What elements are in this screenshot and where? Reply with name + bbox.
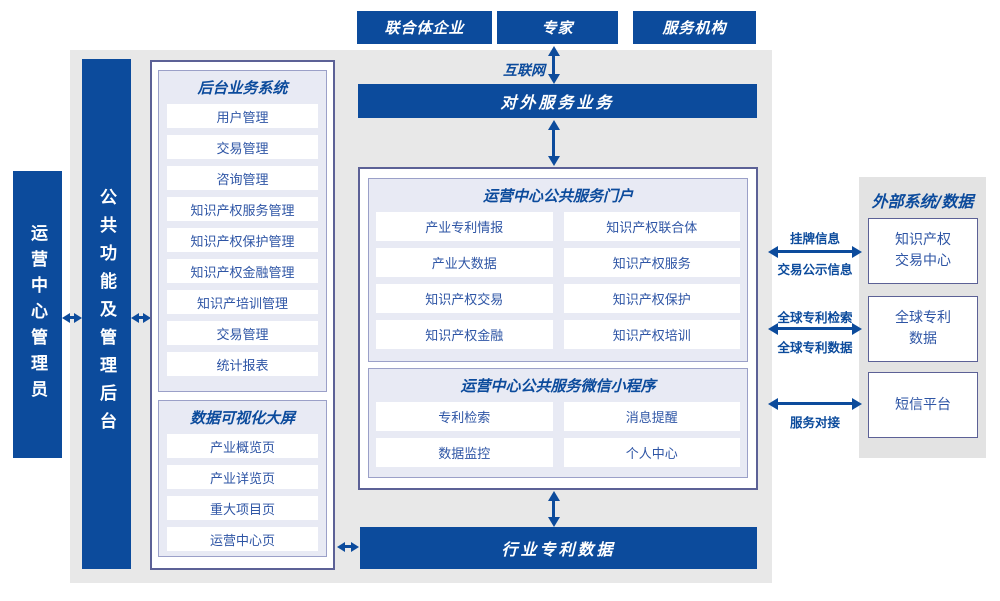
portal-item: 知识产权保护 xyxy=(563,284,740,313)
global-patent-data-label: 全球专利数据 xyxy=(777,340,853,355)
portal-to-patent-data-arrow xyxy=(552,501,555,517)
backend-item: 交易管理 xyxy=(167,321,318,345)
dashboard-patent-data-arrow xyxy=(345,545,351,548)
ip-trading-center-box: 知识产权 交易中心 xyxy=(868,218,978,284)
portal-items: 产业专利情报 知识产权联合体 产业大数据 知识产权服务 知识产权交易 知识产权保… xyxy=(369,211,747,350)
sms-platform-box: 短信平台 xyxy=(868,372,978,438)
portal-item: 知识产权联合体 xyxy=(563,212,740,241)
internet-arrow xyxy=(552,56,555,74)
mgmt-backend-arrow xyxy=(139,316,143,319)
backend-item: 统计报表 xyxy=(167,352,318,376)
industry-patent-data-bar: 行业专利数据 xyxy=(360,527,757,569)
actor-experts: 专家 xyxy=(497,11,618,44)
data-visualization-items: 产业概览页 产业详览页 重大项目页 运营中心页 xyxy=(159,433,326,552)
wechat-miniprogram-panel: 运营中心公共服务微信小程序 专利检索 消息提醒 数据监控 个人中心 xyxy=(368,368,748,478)
external-service-bar: 对外服务业务 xyxy=(358,84,757,118)
portal-item: 知识产权培训 xyxy=(563,320,740,349)
backend-item: 交易管理 xyxy=(167,135,318,159)
public-service-portal-panel: 运营中心公共服务门户 产业专利情报 知识产权联合体 产业大数据 知识产权服务 知… xyxy=(368,178,748,362)
trade-publicity-label: 交易公示信息 xyxy=(777,262,853,277)
listing-info-label: 挂牌信息 xyxy=(789,231,840,246)
portal-item: 产业专利情报 xyxy=(376,212,553,241)
backend-item: 知识产培训管理 xyxy=(167,290,318,314)
backend-item: 知识产权保护管理 xyxy=(167,228,318,252)
service-docking-label: 服务对接 xyxy=(789,415,840,430)
data-visualization-panel: 数据可视化大屏 产业概览页 产业详览页 重大项目页 运营中心页 xyxy=(158,400,327,557)
miniprogram-item: 个人中心 xyxy=(563,438,740,467)
global-patent-data-box: 全球专利 数据 xyxy=(868,296,978,362)
backend-item: 知识产权金融管理 xyxy=(167,259,318,283)
backend-item: 咨询管理 xyxy=(167,166,318,190)
service-docking-arrow xyxy=(778,402,852,405)
global-patent-arrow xyxy=(778,327,852,330)
dashboard-item: 产业概览页 xyxy=(167,434,318,458)
operation-center-admin-bar: 运营中心管理员 xyxy=(13,171,62,458)
public-service-portal-title: 运营中心公共服务门户 xyxy=(482,187,633,205)
actor-service-organizations: 服务机构 xyxy=(633,11,756,44)
backend-business-title: 后台业务系统 xyxy=(197,79,288,97)
backend-item: 知识产权服务管理 xyxy=(167,197,318,221)
miniprogram-items: 专利检索 消息提醒 数据监控 个人中心 xyxy=(369,401,747,468)
actor-consortium-enterprises: 联合体企业 xyxy=(357,11,492,44)
internet-label: 互联网 xyxy=(503,63,545,79)
admin-mgmt-arrow xyxy=(70,316,74,319)
portal-item: 产业大数据 xyxy=(376,248,553,277)
dashboard-item: 重大项目页 xyxy=(167,496,318,520)
portal-item: 知识产权交易 xyxy=(376,284,553,313)
backend-business-items: 用户管理 交易管理 咨询管理 知识产权服务管理 知识产权保护管理 知识产权金融管… xyxy=(159,103,326,377)
global-patent-search-label: 全球专利检索 xyxy=(777,310,853,325)
portal-item: 知识产权服务 xyxy=(563,248,740,277)
portal-item: 知识产权金融 xyxy=(376,320,553,349)
external-systems-title: 外部系统/数据 xyxy=(871,192,974,211)
miniprogram-item: 专利检索 xyxy=(376,402,553,431)
service-to-portal-arrow xyxy=(552,130,555,156)
wechat-miniprogram-title: 运营中心公共服务微信小程序 xyxy=(460,377,656,395)
miniprogram-item: 数据监控 xyxy=(376,438,553,467)
miniprogram-item: 消息提醒 xyxy=(563,402,740,431)
dashboard-item: 产业详览页 xyxy=(167,465,318,489)
public-function-mgmt-bar: 公共功能及管理后台 xyxy=(82,59,131,569)
data-visualization-title: 数据可视化大屏 xyxy=(189,409,295,427)
dashboard-item: 运营中心页 xyxy=(167,527,318,551)
backend-item: 用户管理 xyxy=(167,104,318,128)
listing-info-arrow xyxy=(778,250,852,253)
backend-business-panel: 后台业务系统 用户管理 交易管理 咨询管理 知识产权服务管理 知识产权保护管理 … xyxy=(158,70,327,392)
